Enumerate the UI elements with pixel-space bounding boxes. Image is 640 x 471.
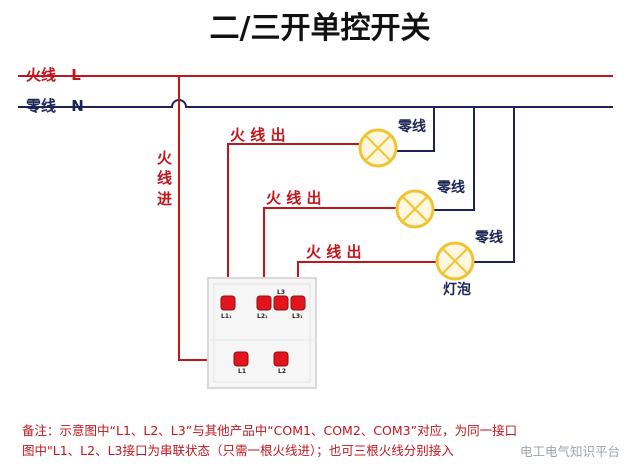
terminal-l3-out xyxy=(290,295,306,311)
switch-module xyxy=(207,277,317,389)
neutral-line-label: 零线 N xyxy=(26,99,84,114)
terminal-label-l3-out: L3₁ xyxy=(292,313,303,320)
neutral-wire-1 xyxy=(396,107,435,152)
terminal-label-l2: L2 xyxy=(278,368,286,375)
neutral-wire-2 xyxy=(432,107,475,211)
neutral-line-name: 零线 xyxy=(26,97,57,115)
neutral-wire-3 xyxy=(472,107,515,263)
note-line-2: 图中"L1、L2、L3接口为串联状态（只需一根火线进）；也可三根火线分别接入 xyxy=(22,443,454,458)
neutral-line xyxy=(18,99,613,108)
live-out-label-3: 火 线 出 xyxy=(306,243,362,261)
live-out-wire-2 xyxy=(263,207,398,302)
neutral-label-3: 零线 xyxy=(475,230,503,246)
live-out-label-1: 火 线 出 xyxy=(230,126,286,144)
neutral-label-1: 零线 xyxy=(398,119,426,135)
terminal-l3 xyxy=(273,295,289,311)
live-out-label-2: 火 线 出 xyxy=(266,189,322,207)
neutral-label-2: 零线 xyxy=(437,180,465,196)
page-title: 二/三开单控开关 xyxy=(209,11,431,46)
lamp-1 xyxy=(358,128,398,168)
terminal-l2-out xyxy=(256,295,272,311)
lamp-3 xyxy=(435,241,475,281)
lamp-2 xyxy=(395,189,435,229)
terminal-label-l1: L1 xyxy=(238,368,246,375)
live-line-name: 火线 xyxy=(26,66,57,84)
terminal-l2 xyxy=(273,351,289,367)
live-out-wire-1 xyxy=(227,143,360,302)
bulb-label: 灯泡 xyxy=(443,282,471,298)
live-in-label: 火 线 进 xyxy=(157,149,173,208)
terminal-l1 xyxy=(233,351,249,367)
terminal-label-l2-out: L2₁ xyxy=(257,313,268,320)
terminal-label-l1-out: L1₁ xyxy=(221,313,232,320)
live-out-wire-3 xyxy=(297,261,437,302)
neutral-line-letter: N xyxy=(71,97,84,115)
live-line-label: 火线 L xyxy=(26,68,81,83)
note-line-1: 备注：示意图中“L1、L2、L3”与其他产品中“COM1、COM2、COM3”对… xyxy=(22,423,518,438)
terminal-label-l3: L3 xyxy=(277,289,285,296)
watermark: 电工电气知识平台 xyxy=(520,444,621,459)
live-line-letter: L xyxy=(71,66,81,84)
terminal-l1-out xyxy=(220,295,236,311)
